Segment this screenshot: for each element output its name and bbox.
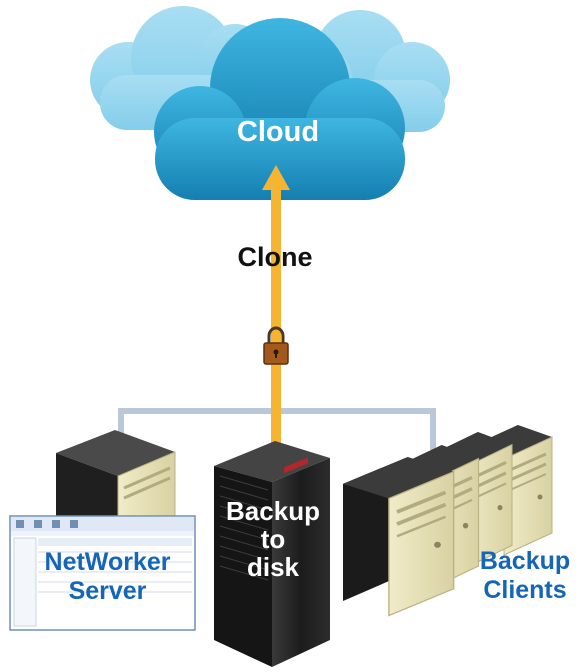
backup-clients-line-2: Clients: [483, 576, 567, 604]
backup-to-disk-line-1: Backup: [226, 496, 320, 526]
networker-server-line-1: NetWorker: [44, 548, 171, 576]
backup-to-disk-line-3: disk: [246, 552, 300, 582]
app-window-icon: [9, 515, 196, 631]
backup-clients-label: Backup Clients: [470, 547, 580, 605]
backup-clients-line-1: Backup: [479, 547, 571, 575]
storage-rack-icon: [214, 441, 330, 667]
networker-server-line-2: Server: [68, 577, 147, 605]
backup-to-disk-label: Backup to disk: [208, 497, 338, 581]
padlock-icon: [263, 326, 289, 365]
backup-to-disk-line-2: to: [260, 524, 286, 554]
clone-arrow: [262, 165, 290, 456]
cloud-label: Cloud: [236, 116, 320, 148]
clone-label: Clone: [237, 242, 313, 272]
cloud-icon: [90, 6, 450, 200]
networker-server-label: NetWorker Server: [20, 548, 195, 606]
